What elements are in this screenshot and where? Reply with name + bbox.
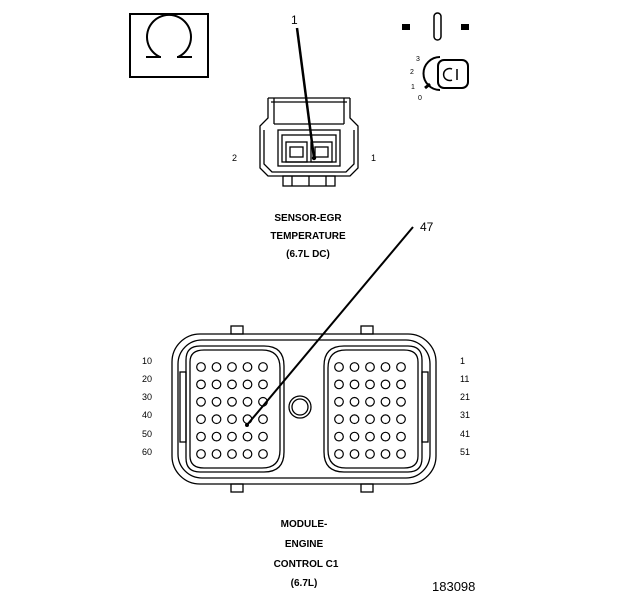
ecm-pin-cavity-left-r5-c3 xyxy=(227,431,237,442)
ecm-pin-cavity-right-r3-c5 xyxy=(396,396,406,407)
ecm-pin-cavity-left-r2-c2 xyxy=(211,379,222,390)
ecm-pin-cavity-right-r4-c2 xyxy=(349,414,360,425)
ecm-pin-cavity-left-r2-c5 xyxy=(258,379,268,390)
ecm-pin-cavity-right-r5-c4 xyxy=(380,431,391,442)
sensor-pin-1-label: 1 xyxy=(371,153,376,163)
ecm-pin-cavity-left-r4-c3 xyxy=(227,414,237,425)
sensor-pin-2-label: 2 xyxy=(232,153,237,163)
ecm-pin-cavity-right-r5-c3 xyxy=(365,431,375,442)
ecm-connector xyxy=(171,325,437,493)
ecm-pin-cavity-left-r4-c2 xyxy=(211,414,222,425)
ecm-pin-cavity-right-r4-c5 xyxy=(396,414,406,425)
ecm-name-line-3: CONTROL C1 xyxy=(274,559,339,570)
sensor-callout-line xyxy=(295,27,316,159)
ecm-pin-cavity-left-r6-c1 xyxy=(196,449,206,459)
ecm-pin-label-40: 40 xyxy=(142,410,152,420)
ecm-pin-cavity-right-r1-c5 xyxy=(396,362,406,372)
ignition-key-icon: 3 2 1 0 xyxy=(402,12,469,102)
ecm-pin-cavity-left-r1-c4 xyxy=(242,362,253,372)
ecm-pin-cavity-right-r4-c4 xyxy=(380,414,391,425)
ecm-pin-cavity-right-r3-c4 xyxy=(380,396,391,407)
ecm-pin-label-41: 41 xyxy=(460,429,470,439)
ecm-pin-cavity-right-r1-c1 xyxy=(334,362,344,372)
ecm-pin-cavity-right-r5-c1 xyxy=(334,431,344,442)
ecm-pin-cavity-right-r1-c4 xyxy=(380,362,391,372)
ecm-pin-cavity-left-r1-c3 xyxy=(227,362,237,372)
ecm-pin-label-1: 1 xyxy=(460,356,465,366)
sensor-connector xyxy=(259,97,359,187)
ecm-pin-cavity-left-r5-c4 xyxy=(242,431,253,442)
ecm-pin-cavity-left-r6-c3 xyxy=(227,449,237,459)
ecm-pin-label-21: 21 xyxy=(460,392,470,402)
ecm-pin-label-30: 30 xyxy=(142,392,152,402)
ecm-pin-cavity-right-r6-c5 xyxy=(396,449,406,459)
ecm-pin-cavity-left-r3-c1 xyxy=(196,396,206,407)
ecm-name-line-1: MODULE- xyxy=(281,519,328,530)
ecm-pin-label-11: 11 xyxy=(460,374,469,384)
sensor-name-line-1: SENSOR-EGR xyxy=(274,213,342,224)
ecm-pin-cavity-right-r6-c3 xyxy=(365,449,375,459)
ecm-pin-cavity-right-r1-c3 xyxy=(365,362,375,372)
ecm-pin-cavity-left-r5-c5 xyxy=(258,431,268,442)
ecm-pin-cavity-left-r6-c4 xyxy=(242,449,253,459)
ecm-callout-line xyxy=(246,226,414,426)
ecm-pin-cavity-left-r3-c3 xyxy=(227,396,237,407)
ecm-pin-cavity-left-r1-c5 xyxy=(258,362,268,372)
ecm-pin-cavity-right-r5-c2 xyxy=(349,431,360,442)
ecm-pin-cavity-left-r2-c3 xyxy=(227,379,237,390)
ecm-pin-grid-left xyxy=(196,362,268,459)
ecm-name-line-4: (6.7L) xyxy=(291,578,318,589)
ecm-pin-cavity-left-r4-c5 xyxy=(258,414,268,425)
ecm-pin-cavity-right-r6-c4 xyxy=(380,449,391,459)
ecm-pin-cavity-right-r5-c5 xyxy=(396,431,406,442)
ecm-pin-cavity-right-r3-c3 xyxy=(365,396,375,407)
ecm-pin-cavity-right-r3-c1 xyxy=(334,396,344,407)
ecm-pin-cavity-left-r4-c1 xyxy=(196,414,206,425)
ecm-pin-label-60: 60 xyxy=(142,447,152,457)
ecm-pin-cavity-right-r3-c2 xyxy=(349,396,360,407)
ohmmeter-box xyxy=(129,13,209,78)
ecm-pin-label-20: 20 xyxy=(142,374,152,384)
ecm-pin-cavity-left-r2-c1 xyxy=(196,379,206,390)
sensor-callout-label: 1 xyxy=(291,13,298,27)
ecm-pin-cavity-left-r6-c5 xyxy=(258,449,268,459)
sensor-name-line-2: TEMPERATURE xyxy=(270,231,346,242)
ecm-pin-cavity-right-r2-c4 xyxy=(380,379,391,390)
ignition-position-2: 2 xyxy=(410,69,414,76)
ecm-pin-cavity-left-r2-c4 xyxy=(242,379,253,390)
ignition-position-3: 3 xyxy=(416,56,420,63)
ecm-pin-cavity-left-r1-c1 xyxy=(196,362,206,372)
ecm-pin-grid-right xyxy=(334,362,406,459)
ecm-pin-label-10: 10 xyxy=(142,356,152,366)
ecm-pin-cavity-right-r4-c1 xyxy=(334,414,344,425)
ecm-pin-cavity-left-r5-c1 xyxy=(196,431,206,442)
ohm-symbol-icon xyxy=(146,14,192,58)
ecm-pin-label-31: 31 xyxy=(460,410,470,420)
ecm-pin-label-50: 50 xyxy=(142,429,152,439)
sensor-name-line-3: (6.7L DC) xyxy=(286,249,330,260)
ecm-pin-cavity-right-r6-c1 xyxy=(334,449,344,459)
ecm-pin-cavity-left-r1-c2 xyxy=(211,362,222,372)
ecm-pin-cavity-right-r2-c3 xyxy=(365,379,375,390)
ecm-callout-label: 47 xyxy=(420,220,434,234)
ecm-pin-cavity-right-r2-c5 xyxy=(396,379,406,390)
ecm-pin-cavity-right-r6-c2 xyxy=(349,449,360,459)
ecm-pin-cavity-left-r3-c4 xyxy=(242,396,253,407)
ecm-pin-cavity-right-r1-c2 xyxy=(349,362,360,372)
ecm-pin-cavity-right-r2-c1 xyxy=(334,379,344,390)
ecm-pin-label-51: 51 xyxy=(460,447,470,457)
ecm-pin-cavity-left-r6-c2 xyxy=(211,449,222,459)
ecm-pin-cavity-right-r2-c2 xyxy=(349,379,360,390)
figure-id: 183098 xyxy=(432,579,475,594)
ecm-pin-cavity-left-r5-c2 xyxy=(211,431,222,442)
ecm-pin-cavity-right-r4-c3 xyxy=(365,414,375,425)
ecm-pin-cavity-left-r3-c2 xyxy=(211,396,222,407)
ignition-position-1: 1 xyxy=(411,84,415,91)
ignition-position-0: 0 xyxy=(418,95,422,102)
ecm-name-line-2: ENGINE xyxy=(285,539,324,550)
